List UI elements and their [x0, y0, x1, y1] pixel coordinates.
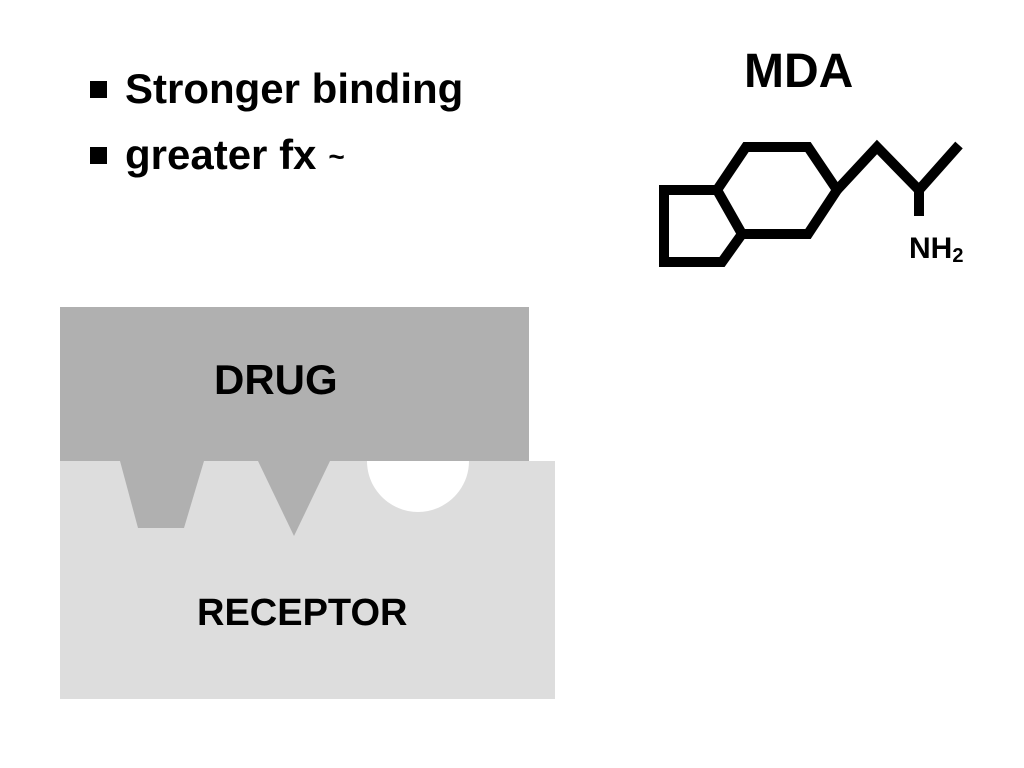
bullet-text: Stronger binding — [125, 65, 464, 112]
dioxole-ring — [659, 185, 747, 267]
bullet-square-icon — [90, 146, 107, 164]
drug-triangle-key — [258, 461, 330, 536]
bullet-text: greater fx — [125, 131, 317, 178]
amine-label: NH2 — [909, 232, 964, 267]
mda-structure-diagram — [659, 139, 963, 267]
receptor-label: RECEPTOR — [197, 592, 408, 634]
molecule-title: MDA — [744, 45, 854, 98]
drug-label: DRUG — [214, 356, 338, 403]
drug-trapezoid-key — [120, 461, 204, 528]
side-chain — [833, 139, 963, 198]
tilde-symbol: ~ — [328, 141, 345, 172]
amine-main: NH — [909, 232, 953, 265]
bullet-list: Stronger binding greater fx ~ — [90, 56, 463, 188]
drug-block — [60, 307, 529, 461]
amine-subscript: 2 — [952, 245, 964, 267]
bullet-item: greater fx ~ — [90, 122, 463, 188]
bullet-item: Stronger binding — [90, 56, 463, 122]
receptor-empty-pocket — [367, 461, 469, 512]
bullet-square-icon — [90, 80, 107, 98]
